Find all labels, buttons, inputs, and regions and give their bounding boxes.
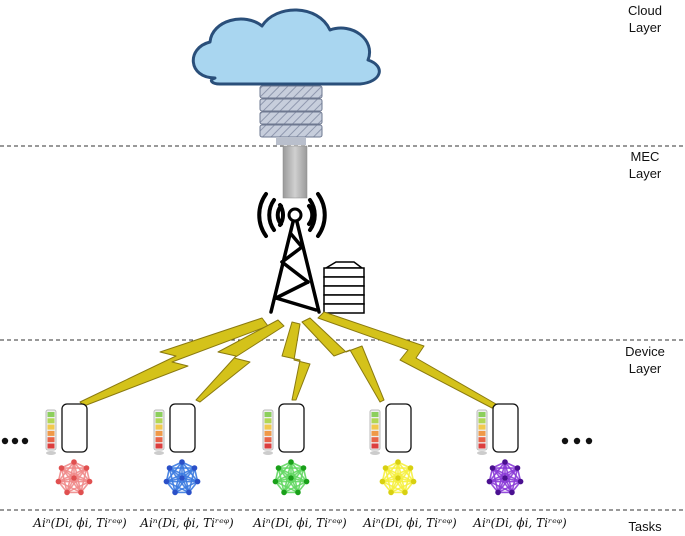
device-1 (45, 403, 93, 496)
mobile-device-icon (385, 403, 412, 453)
device-3 (262, 403, 310, 496)
device-5 (476, 403, 524, 496)
task-graph-icon (55, 459, 93, 496)
battery-icon (45, 409, 57, 455)
task-graph-icon (379, 459, 417, 496)
task-label-1: Aiⁿ(Di, ϕi, Tiʳᵉᵠ) (33, 516, 127, 530)
task-graph-icon (163, 459, 201, 496)
battery-icon (476, 409, 488, 455)
wireless-links (79, 311, 497, 409)
lightning-bolt-3 (281, 321, 311, 401)
ellipsis-left (1, 437, 29, 445)
mec-layer-label: MEC Layer (628, 149, 662, 181)
task-graph-icon (486, 459, 524, 496)
signal-waves-icon (257, 192, 327, 238)
task-label-5: Aiⁿ(Di, ϕi, Tiʳᵉᵠ) (473, 516, 567, 530)
device-4 (369, 403, 417, 496)
task-label-4: Aiⁿ(Di, ϕi, Tiʳᵉᵠ) (363, 516, 457, 530)
task-graph-icon (272, 459, 310, 496)
ellipsis-right (561, 437, 593, 445)
mobile-device-icon (169, 403, 196, 453)
cloud-icon (191, 8, 381, 86)
task-label-3: Aiⁿ(Di, ϕi, Tiʳᵉᵠ) (253, 516, 347, 530)
backhaul-link (282, 145, 308, 199)
mec-server-icon (323, 261, 365, 314)
mobile-device-icon (278, 403, 305, 453)
cloud-server-icon (259, 85, 323, 145)
battery-icon (153, 409, 165, 455)
mobile-device-icon (492, 403, 519, 453)
lightning-bolt-2 (195, 319, 285, 403)
task-label-2: Aiⁿ(Di, ϕi, Tiʳᵉᵠ) (140, 516, 234, 530)
antenna-node (287, 207, 303, 223)
device-group (45, 403, 524, 496)
cell-tower-icon (269, 220, 321, 314)
lightning-bolt-4 (301, 317, 385, 403)
device-2 (153, 403, 201, 496)
device-layer-label: Device Layer (625, 344, 665, 376)
battery-icon (262, 409, 274, 455)
tasks-layer-label: Tasks (628, 519, 662, 534)
lightning-bolt-5 (317, 311, 497, 409)
battery-icon (369, 409, 381, 455)
mobile-device-icon (61, 403, 88, 453)
cloud-layer-label: Cloud Layer (628, 3, 662, 35)
